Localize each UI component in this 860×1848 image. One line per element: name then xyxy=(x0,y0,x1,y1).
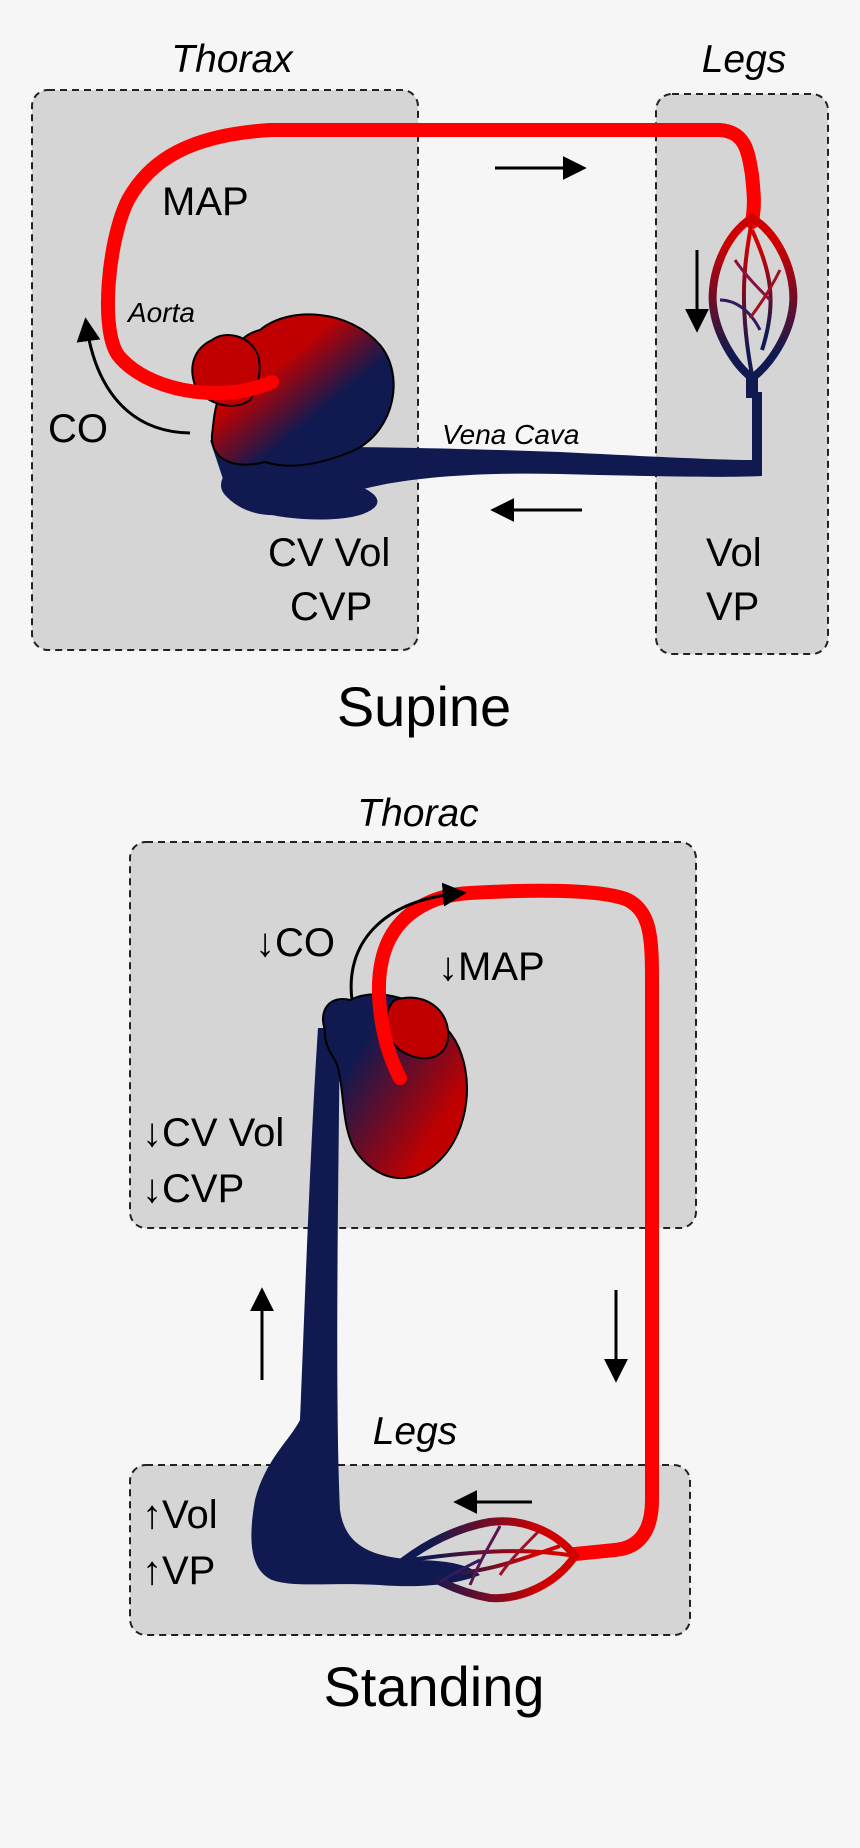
standing-co-arrow xyxy=(349,882,467,1001)
standing-map-label: ↓MAP xyxy=(438,945,545,989)
supine-vp-label: VP xyxy=(706,585,759,629)
standing-co-label: ↓CO xyxy=(255,921,335,965)
supine-panel: Thorax Legs MAP Aorta CO Vena Cava CV Vo… xyxy=(31,38,829,738)
supine-cv-vol-label: CV Vol xyxy=(268,531,390,575)
supine-cvp-label: CVP xyxy=(290,585,372,629)
supine-thorax-title: Thorax xyxy=(171,38,294,81)
standing-vp-label: ↑VP xyxy=(142,1549,215,1593)
standing-veins xyxy=(251,1028,480,1587)
standing-heart xyxy=(322,993,468,1179)
standing-legs-title: Legs xyxy=(373,1410,458,1453)
standing-vol-label: ↑Vol xyxy=(142,1493,218,1537)
supine-caption: Supine xyxy=(337,675,511,738)
standing-cv-vol-label: ↓CV Vol xyxy=(142,1111,284,1155)
supine-vol-label: Vol xyxy=(706,531,762,575)
standing-aorta xyxy=(372,883,659,1561)
standing-legs-vessels xyxy=(398,1517,580,1603)
supine-aorta-label: Aorta xyxy=(126,297,195,328)
supine-vena-cava-label: Vena Cava xyxy=(442,419,580,450)
standing-panel: Thorac Legs ↓CO ↓MAP ↓CV Vol ↓CVP ↑Vol ↑… xyxy=(129,792,697,1718)
supine-legs-title: Legs xyxy=(702,38,787,81)
standing-caption: Standing xyxy=(323,1655,544,1718)
standing-cvp-label: ↓CVP xyxy=(142,1167,244,1211)
supine-map-label: MAP xyxy=(162,180,249,224)
supine-co-arrow xyxy=(76,317,191,435)
supine-legs-vessels xyxy=(708,213,798,398)
supine-co-label: CO xyxy=(48,407,108,451)
standing-thorax-title: Thorac xyxy=(357,792,479,835)
supine-aorta xyxy=(100,123,761,400)
